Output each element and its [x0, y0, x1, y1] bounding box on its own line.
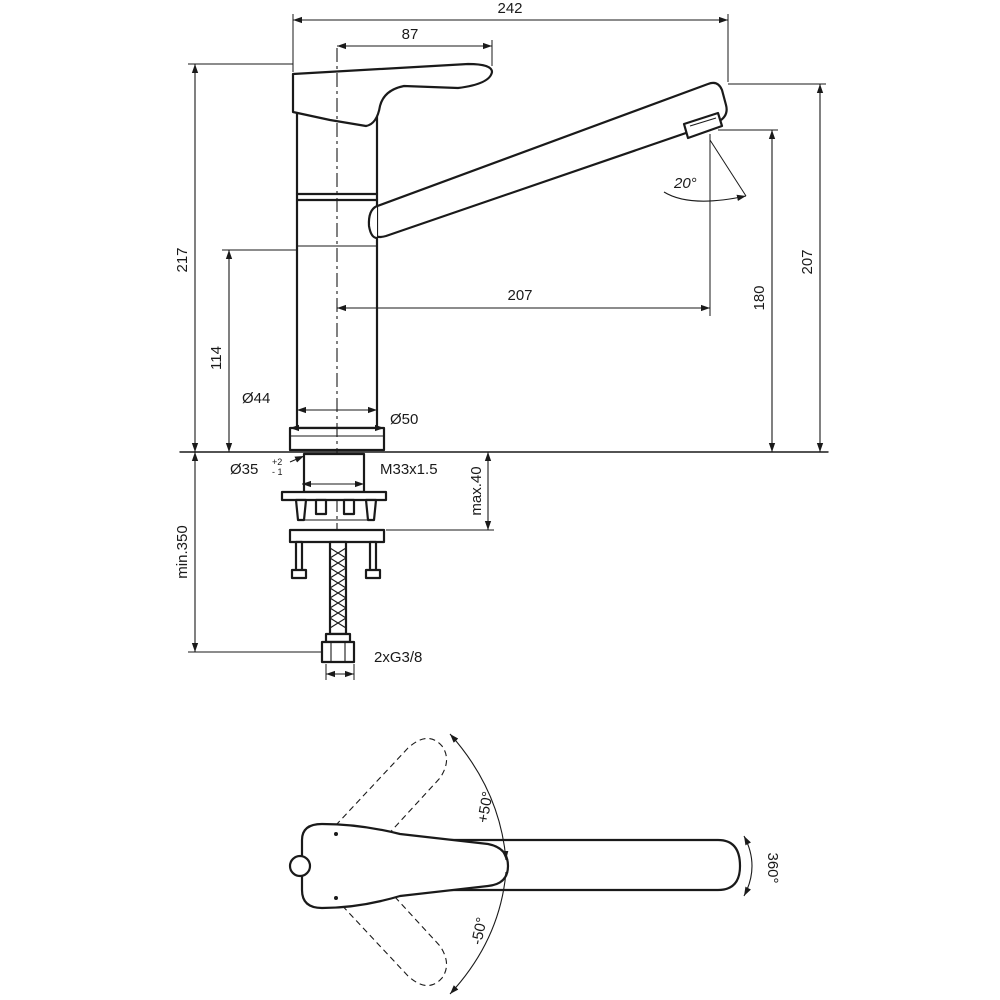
- dim-spout-height: 207: [799, 249, 816, 274]
- dim-thread: M33x1.5: [380, 461, 438, 478]
- label-lever-minus: -50°: [468, 916, 490, 947]
- lever-position-plus: [320, 737, 448, 853]
- connection-nut: [324, 632, 352, 644]
- dim-outlet-height: 180: [751, 285, 768, 310]
- label-lever-plus: +50°: [474, 790, 496, 824]
- label-spout-rotation: 360°: [764, 852, 781, 883]
- faucet-plan-view: [288, 733, 753, 995]
- spout: [367, 81, 728, 239]
- dim-body-height: 114: [208, 346, 225, 370]
- mounting-plate: [288, 528, 386, 544]
- plan-labels: +50° -50° 360°: [468, 790, 781, 946]
- dim-diameter-base: Ø50: [390, 411, 418, 428]
- lever-handle: [291, 62, 494, 128]
- dim-connection: 2xG3/8: [374, 649, 422, 666]
- lever-position-minus: [320, 871, 448, 987]
- faucet-side-view: [179, 48, 829, 664]
- dimension-labels: 242 87 217 114 207 180 207 20° Ø44 Ø50 Ø…: [174, 0, 816, 666]
- spout-plan: [438, 838, 742, 892]
- dim-lever-length: 87: [402, 26, 419, 43]
- lever-plan: [300, 822, 510, 910]
- dim-diameter-hole: Ø35: [230, 461, 258, 478]
- dim-min-hose: min.350: [174, 525, 191, 578]
- shank: [302, 452, 366, 494]
- body-plan: [288, 854, 312, 878]
- dim-hole-tol-upper: +2: [272, 457, 282, 467]
- mounting-washer: [280, 490, 388, 502]
- dim-spout-reach: 207: [507, 287, 532, 304]
- dim-spout-angle: 20°: [673, 175, 697, 192]
- dim-overall-width: 242: [497, 0, 522, 17]
- dim-hole-tol-lower: - 1: [272, 467, 283, 477]
- braided-hose: [328, 540, 348, 636]
- dim-total-height: 217: [174, 247, 191, 272]
- dim-max-deck: max.40: [468, 466, 485, 515]
- dimension-lines: [188, 14, 826, 680]
- dim-diameter-body: Ø44: [242, 390, 270, 407]
